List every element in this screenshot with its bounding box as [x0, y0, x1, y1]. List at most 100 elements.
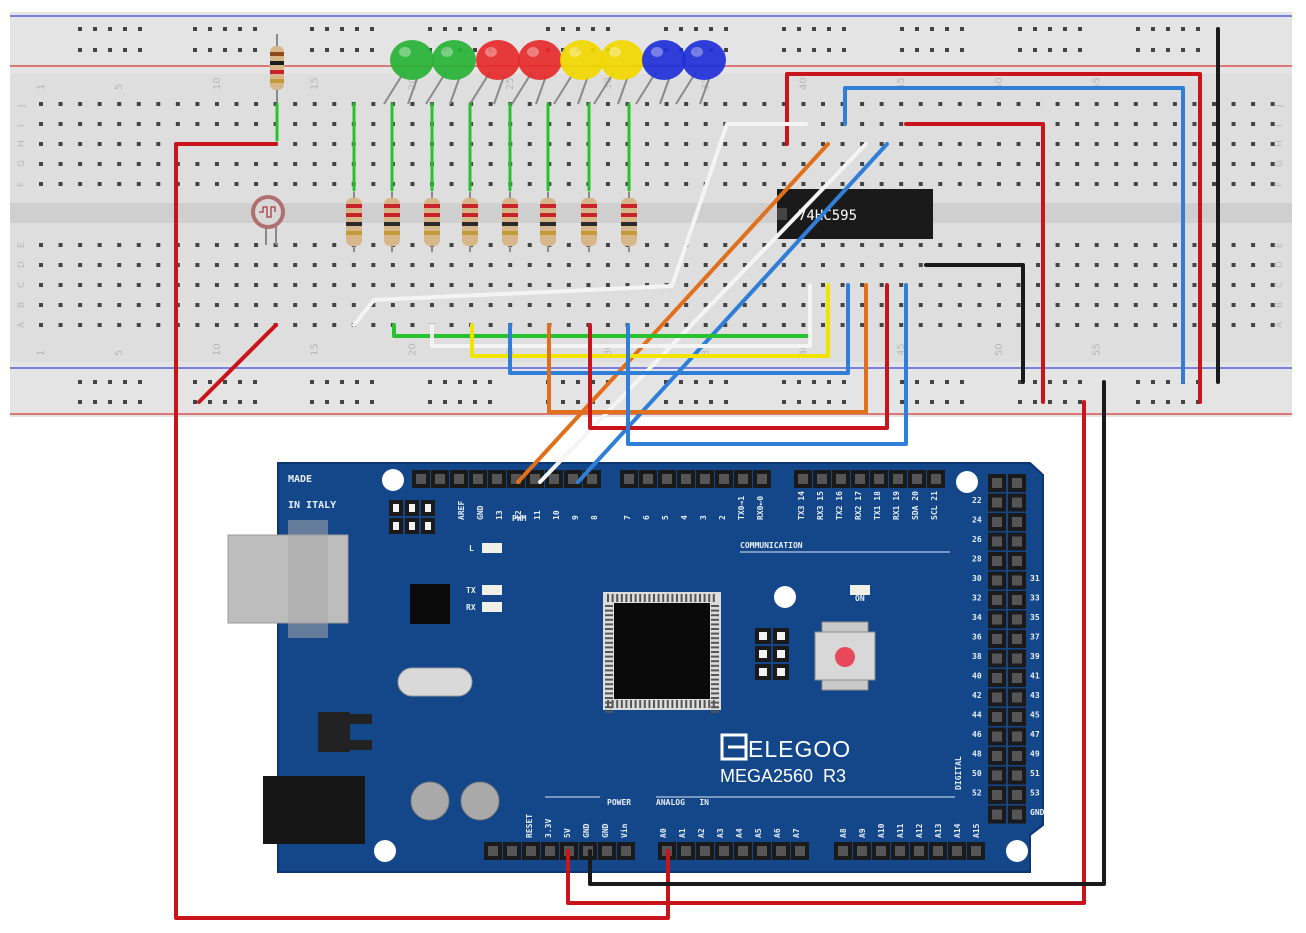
breadboard-hole: [879, 122, 884, 126]
breadboard-hole: [860, 283, 865, 287]
rail-hole: [428, 380, 432, 384]
breadboard-hole: [351, 303, 356, 307]
breadboard-hole: [918, 323, 923, 327]
breadboard-hole: [1192, 162, 1197, 166]
breadboard-hole: [605, 243, 610, 247]
digital-pin-label: 24: [972, 516, 982, 525]
top-pin-label: 11: [533, 510, 542, 520]
breadboard-hole: [117, 122, 122, 126]
breadboard-hole: [547, 283, 552, 287]
mcu-pin: [605, 605, 613, 607]
rail-hole: [812, 400, 816, 404]
header-pin: [1012, 595, 1022, 605]
breadboard-hole: [879, 303, 884, 307]
rail-hole: [78, 400, 82, 404]
header-pin: [526, 846, 536, 856]
breadboard-hole: [566, 182, 571, 186]
breadboard-hole: [605, 122, 610, 126]
rail-hole: [1181, 48, 1185, 52]
wire-red-5v: [566, 400, 1086, 905]
rail-hole: [310, 380, 314, 384]
mcu-pin: [605, 614, 613, 617]
mcu-pin: [680, 700, 683, 708]
rail-hole: [325, 380, 329, 384]
rail-hole: [238, 48, 242, 52]
breadboard-hole: [1114, 283, 1119, 287]
rail-hole: [782, 27, 786, 31]
breadboard-hole: [723, 243, 728, 247]
led-icon: [593, 40, 644, 105]
header-pin: [992, 692, 1002, 703]
italy-label: IN ITALY: [288, 500, 336, 511]
breadboard-hole: [684, 323, 689, 327]
mcu-pin: [605, 697, 613, 699]
breadboard-hole: [645, 102, 650, 106]
breadboard-hole: [410, 263, 415, 267]
breadboard-hole: [684, 122, 689, 126]
header-pin: [1012, 790, 1022, 800]
breadboard-hole: [1251, 142, 1256, 146]
breadboard-hole: [293, 263, 298, 267]
rail-hole: [606, 400, 610, 404]
breadboard-hole: [899, 263, 904, 267]
analog-pin-label: A9: [858, 828, 867, 838]
capacitor: [460, 781, 500, 821]
mcu-pin: [711, 628, 719, 630]
breadboard-hole: [527, 323, 532, 327]
mcu-pin: [712, 700, 715, 708]
header-pin: [857, 846, 867, 856]
rail-hole: [1151, 380, 1155, 384]
breadboard-hole: [1075, 243, 1080, 247]
rail-hole: [1048, 380, 1052, 384]
mcu-pin: [605, 609, 613, 612]
breadboard-hole: [1075, 303, 1080, 307]
digital-pin-label: 34: [972, 613, 982, 622]
header-pin: [992, 634, 1002, 644]
header-pin: [893, 474, 903, 484]
rail-hole: [1196, 27, 1200, 31]
breadboard-hole: [762, 323, 767, 327]
breadboard-hole: [1192, 182, 1197, 186]
breadboard-hole: [821, 122, 825, 126]
digital-pin-label: 37: [1030, 633, 1040, 642]
column-number: 35: [701, 77, 712, 90]
column-number: 20: [407, 343, 418, 356]
breadboard-hole: [996, 323, 1001, 327]
digital-pin-label: 48: [972, 750, 982, 759]
breadboard-hole: [332, 243, 337, 247]
breadboard-hole: [645, 122, 650, 126]
rail-hole: [1063, 48, 1067, 52]
reset-button[interactable]: [814, 621, 876, 691]
breadboard-hole: [1192, 142, 1197, 146]
breadboard-hole: [781, 263, 786, 267]
resistor-icon: [346, 192, 362, 252]
breadboard-hole: [664, 323, 669, 327]
rail-hole: [443, 400, 447, 404]
breadboard-hole: [801, 323, 806, 327]
rail-hole: [812, 48, 816, 52]
wire-white-q: [430, 283, 812, 348]
header-pin: [1012, 809, 1022, 820]
header-pin: [1012, 653, 1022, 664]
header-pin: [1012, 536, 1022, 547]
breadboard-hole: [78, 162, 83, 166]
column-number: 30: [603, 343, 614, 356]
rail-hole: [561, 380, 565, 384]
column-number: 50: [994, 77, 1005, 90]
breadboard-hole: [214, 323, 219, 327]
breadboard-hole: [214, 303, 219, 307]
breadboard-hole: [1036, 263, 1041, 267]
row-letter: J: [1275, 104, 1285, 108]
rail-hole: [812, 27, 816, 31]
header-pin: [1012, 575, 1022, 586]
breadboard-hole: [254, 102, 259, 106]
breadboard-hole: [1055, 263, 1060, 267]
rail-hole: [370, 380, 374, 384]
mcu-pin: [611, 594, 614, 602]
digital-pin-label: 43: [1030, 691, 1040, 700]
rail-hole: [1033, 380, 1037, 384]
breadboard-hole: [410, 122, 415, 126]
header-pin: [587, 474, 597, 484]
column-number: 25: [505, 77, 516, 90]
header-pin: [1012, 692, 1022, 703]
